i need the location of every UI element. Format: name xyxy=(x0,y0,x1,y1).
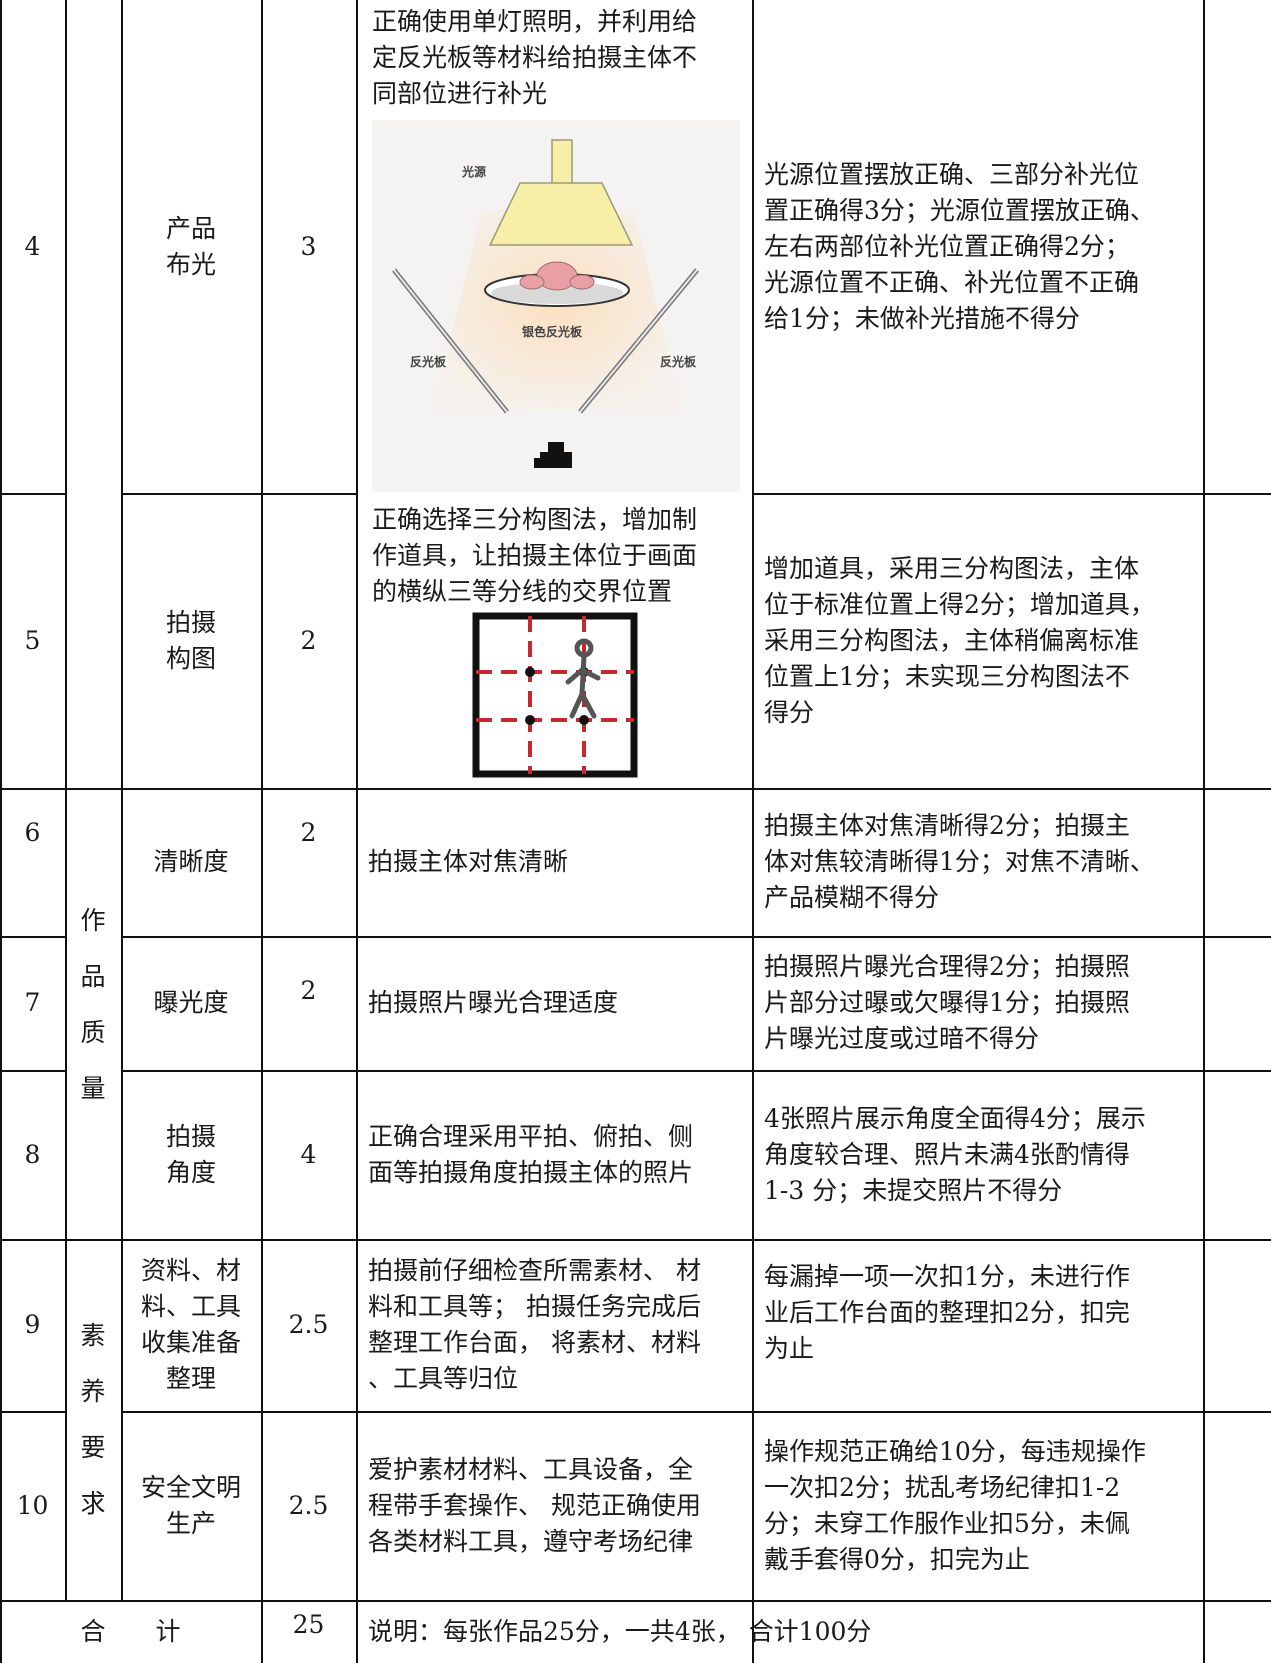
requirement-text: 正确使用单灯照明，并利用给 定反光板等材料给拍摄主体不 同部位进行补光 xyxy=(372,7,698,108)
person-icon xyxy=(565,638,601,719)
grid-line xyxy=(65,0,67,1601)
criteria-text: 操作规范正确给10分，每违规操作 一次扣2分；扰乱考场纪律扣1-2 分；未穿工作… xyxy=(764,1436,1146,1574)
intersection-point xyxy=(525,667,535,677)
grid-line xyxy=(0,936,65,938)
composition-diagram-svg xyxy=(472,612,638,778)
item-name: 产品 布光 xyxy=(165,213,216,279)
grid-line xyxy=(121,493,356,495)
item-name: 资料、材 料、工具 收集准备 整理 xyxy=(140,1256,241,1393)
grid-line xyxy=(752,0,754,1663)
grid-line xyxy=(1203,0,1205,1663)
reflector-right-label: 反光板 xyxy=(660,354,697,369)
row-number: 10 xyxy=(16,1490,49,1520)
row-number: 8 xyxy=(24,1139,41,1169)
intersection-point xyxy=(525,715,535,725)
criteria-text: 拍摄照片曝光合理得2分；拍摄照 片部分过曝或欠曝得1分；拍摄照 片曝光过度或过暗… xyxy=(764,952,1130,1053)
score: 2 xyxy=(300,625,317,655)
criteria-text: 4张照片展示角度全面得4分；展示 角度较合理、照片未满4张酌情得 1-3 分；未… xyxy=(764,1103,1146,1205)
criteria-text: 光源位置摆放正确、三部分补光位 置正确得3分；光源位置摆放正确、 左右两部位补光… xyxy=(764,159,1155,333)
item-name: 安全文明 生产 xyxy=(140,1472,241,1538)
light-source-label: 光源 xyxy=(461,164,486,179)
score: 4 xyxy=(300,1139,317,1169)
category-quality: 作 品 质 量 xyxy=(80,906,106,1103)
lighting-diagram-svg: 光源 银色反光板 反光板 反光板 xyxy=(372,120,740,492)
subject-shape xyxy=(536,261,578,291)
criteria-text: 增加道具，采用三分构图法，主体 位于标准位置上得2分；增加道具， 采用三分构图法… xyxy=(764,553,1155,727)
requirement-text: 拍摄照片曝光合理适度 xyxy=(368,988,619,1017)
grid-line xyxy=(0,1600,1271,1602)
score: 3 xyxy=(300,231,317,261)
grid-line xyxy=(0,0,2,1663)
criteria-text: 拍摄主体对焦清晰得2分；拍摄主 体对焦较清晰得1分；对焦不清晰、 产品模糊不得分 xyxy=(764,811,1155,912)
grid-line xyxy=(121,0,123,1601)
lighting-diagram: 光源 银色反光板 反光板 反光板 xyxy=(372,120,740,492)
frame-shape xyxy=(472,612,638,778)
grid-line xyxy=(121,1411,1271,1413)
row-number: 6 xyxy=(24,818,41,847)
camera-icon xyxy=(534,442,572,468)
grid-line xyxy=(0,493,65,495)
grid-line xyxy=(0,788,1271,790)
item-name: 清晰度 xyxy=(153,847,229,876)
score: 2 xyxy=(300,818,317,847)
score: 2.5 xyxy=(288,1310,329,1339)
total-note: 说明：每张作品25分，一共4张， 合计100分 xyxy=(368,1616,872,1646)
grid-line xyxy=(261,0,263,1663)
item-name: 曝光度 xyxy=(153,988,229,1017)
intersection-point xyxy=(579,715,589,725)
total-label: 合 计 xyxy=(80,1616,181,1646)
subject-shape xyxy=(569,274,595,290)
grid-line xyxy=(752,493,1271,495)
grid-line xyxy=(0,1411,65,1413)
requirement-text: 正确选择三分构图法，增加制 作道具，让拍摄主体位于画面 的横纵三等分线的交界位置 xyxy=(372,505,698,606)
row-number: 7 xyxy=(24,988,41,1017)
reflector-left-shape xyxy=(393,269,508,413)
grid-line xyxy=(121,1070,1271,1072)
grid-line xyxy=(0,1070,65,1072)
reflector-left-label: 反光板 xyxy=(410,354,447,369)
item-name: 拍摄 构图 xyxy=(165,607,216,673)
requirement-text: 爱护素材材料、工具设备，全 程带手套操作、 规范正确使用 各类材料工具，遵守考场… xyxy=(368,1454,701,1556)
row-number: 5 xyxy=(24,625,41,655)
category-literacy: 素 养 要 求 xyxy=(80,1321,106,1518)
criteria-text: 每漏掉一项一次扣1分，未进行作 业后工作台面的整理扣2分，扣完 为止 xyxy=(764,1262,1130,1363)
requirement-text: 拍摄主体对焦清晰 xyxy=(368,847,569,876)
composition-diagram xyxy=(472,612,640,780)
score: 2.5 xyxy=(288,1490,329,1520)
silver-reflector-label: 银色反光板 xyxy=(522,324,583,339)
reflector-right-shape xyxy=(579,269,698,413)
light-beam xyxy=(432,210,682,410)
row-number: 9 xyxy=(24,1310,41,1339)
item-name: 拍摄 角度 xyxy=(165,1121,216,1187)
grid-line xyxy=(356,0,358,1663)
row-number: 4 xyxy=(24,231,41,261)
score: 2 xyxy=(300,976,317,1005)
requirement-text: 正确合理采用平拍、俯拍、侧 面等拍摄角度拍摄主体的照片 xyxy=(368,1121,694,1187)
light-source-shape xyxy=(488,182,634,246)
grid-line xyxy=(0,1239,1271,1241)
grid-line xyxy=(121,936,1271,938)
light-stand xyxy=(551,139,573,186)
total-score: 25 xyxy=(292,1610,325,1639)
requirement-text: 拍摄前仔细检查所需素材、 材 料和工具等； 拍摄任务完成后 整理工作台面， 将素… xyxy=(368,1256,701,1393)
subject-shape xyxy=(519,274,545,290)
